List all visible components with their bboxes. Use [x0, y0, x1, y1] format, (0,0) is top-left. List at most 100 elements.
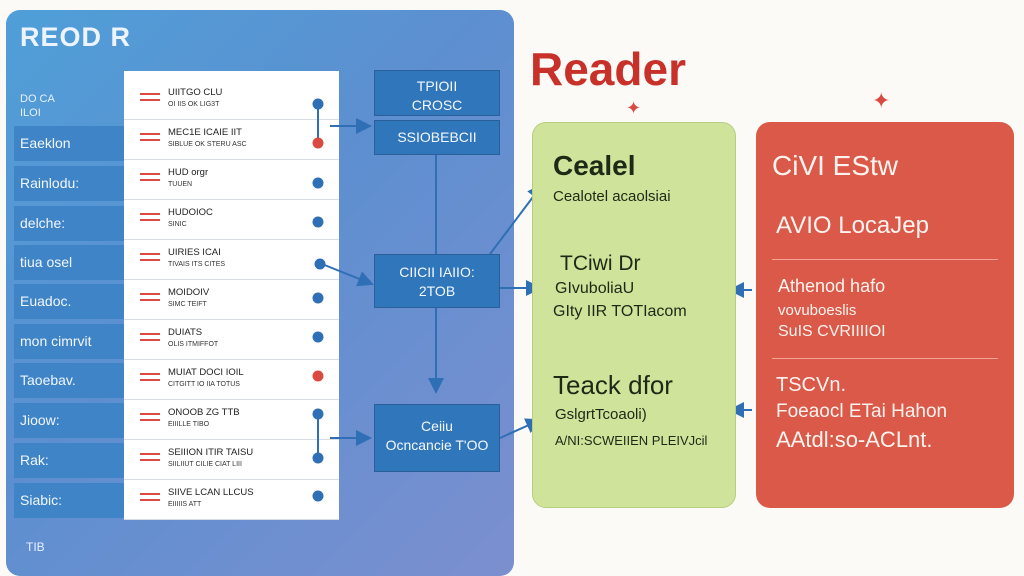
list-item-title: MEC1E ICAIE IIT	[168, 127, 242, 138]
list-item-title: ONOOB ZG TTB	[168, 407, 240, 418]
list-item-subtitle: SIMC TEIFT	[168, 301, 207, 308]
list-item[interactable]: DUIATS OLIS ITMIFFOT	[124, 321, 339, 360]
sidebar-item[interactable]: Jioow:	[14, 403, 124, 438]
box-line: CIICII IAIIO:	[399, 264, 475, 280]
list-item[interactable]: MEC1E ICAIE IIT SIBLUE OK STERU ASC	[124, 121, 339, 160]
list-marker	[140, 413, 160, 425]
sidebar-header-line: ILOI	[20, 107, 41, 119]
list-node-dot	[312, 216, 324, 228]
red-block3-line: AAtdl:so-ACLnt.	[776, 427, 933, 452]
reader-title: Reader	[530, 43, 686, 95]
list-item-subtitle: SIILIIUT CILIE CIAT LIII	[168, 461, 242, 468]
list-node-dot	[312, 292, 324, 304]
sparkle-icon: ✦	[872, 88, 891, 113]
sidebar-item[interactable]: Rak:	[14, 443, 124, 478]
list-marker	[140, 373, 160, 385]
list-item[interactable]: UIRIES ICAI TIVAIS ITS CITES	[124, 241, 339, 280]
panel-title: REOD R	[20, 22, 132, 52]
red-block2-line: Athenod hafo	[778, 276, 886, 296]
list-item-subtitle: CITGITT IO IIA TOTUS	[168, 381, 240, 388]
list-item-subtitle: SIBLUE OK STERU ASC	[168, 141, 247, 148]
list-item-subtitle: EIIIIIS ATT	[168, 501, 202, 508]
list-node-dot	[314, 258, 326, 270]
list-item-title: DUIATS	[168, 327, 203, 338]
list-item-title: SIIVE LCAN LLCUS	[168, 487, 254, 498]
list-item-title: MOIDOIV	[168, 287, 210, 298]
green-block2-line: TCiwi Dr	[560, 252, 641, 275]
sidebar-item[interactable]: mon cimrvit	[14, 324, 124, 359]
sidebar-item[interactable]: Rainlodu:	[14, 166, 124, 201]
list-marker	[140, 213, 160, 225]
list-item[interactable]: HUD orgr TUUEN	[124, 161, 339, 200]
list-marker	[140, 93, 160, 105]
list-node-dot	[312, 98, 324, 110]
list-item-subtitle: EIIILLE TIBO	[168, 421, 210, 428]
list-item-title: HUDOIOC	[168, 207, 213, 218]
list-node-dot	[312, 137, 324, 149]
green-block2-line: GIty IIR TOTIacom	[553, 303, 687, 320]
red-block2-line: SuIS CVRIIIIOI	[778, 323, 886, 340]
sparkle-icon: ✦	[626, 98, 642, 118]
list-item-subtitle: TIVAIS ITS CITES	[168, 261, 226, 268]
sidebar-header-line: DO CA	[20, 93, 55, 105]
list-item-title: MUIAT DOCI IOIL	[168, 367, 244, 378]
sidebar-item[interactable]: Euadoc.	[14, 284, 124, 319]
green-line: Cealotel acaolsiai	[553, 188, 671, 205]
box-line: Ceiiu	[421, 418, 453, 434]
list-item[interactable]: SIIVE LCAN LLCUS EIIIIIS ATT	[124, 481, 339, 520]
list-item-title: SEIIION ITIR TAISU	[168, 447, 254, 458]
sidebar-item[interactable]: Eaeklon	[14, 126, 124, 161]
list-node-dot	[312, 490, 324, 502]
list-item-title: UIITGO CLU	[168, 87, 223, 98]
list-marker	[140, 333, 160, 345]
list-item-title: UIRIES ICAI	[168, 247, 221, 258]
box-top-footer[interactable]: SSIOBEBCII	[374, 120, 500, 155]
list-node-dot	[312, 177, 324, 189]
box-middle[interactable]: CIICII IAIIO: 2TOB	[374, 254, 500, 308]
list-item-subtitle: OLIS ITMIFFOT	[168, 341, 219, 348]
box-line: TPIOII	[416, 78, 458, 94]
red-panel	[756, 122, 1014, 508]
divider	[772, 358, 998, 359]
list-marker	[140, 453, 160, 465]
sidebar-item[interactable]: tiua osel	[14, 245, 124, 280]
green-block2-line: GIvuboliaU	[555, 280, 635, 297]
list-marker	[140, 133, 160, 145]
red-block3-line: Foeaocl ETai Hahon	[776, 401, 948, 422]
list-item-title: HUD orgr	[168, 167, 209, 178]
list-item-subtitle: OI IIS OK LIG3T	[168, 101, 220, 108]
list-item[interactable]: UIITGO CLU OI IIS OK LIG3T	[124, 81, 339, 120]
green-heading: Cealel	[553, 150, 636, 181]
box-line: 2TOB	[418, 283, 456, 299]
list-marker	[140, 493, 160, 505]
list-item[interactable]: MUIAT DOCI IOIL CITGITT IO IIA TOTUS	[124, 361, 339, 400]
list-node-dot	[312, 370, 324, 382]
sidebar-header: DO CA ILOI	[20, 92, 124, 120]
green-block3-heading: Teack dfor	[553, 370, 673, 400]
red-block2-line: vovuboeslis	[778, 302, 857, 319]
green-panel	[532, 122, 736, 508]
box-bottom[interactable]: Ceiiu Ocncancie T'OO	[374, 404, 500, 472]
list-node-dot	[312, 452, 324, 464]
sidebar-footer: TIB	[26, 540, 45, 554]
list-item[interactable]: HUDOIOC SINIC	[124, 201, 339, 240]
red-heading: CiVI EStw	[772, 150, 899, 181]
green-block3-line: GslgrtTcoaoli)	[555, 406, 647, 423]
divider	[772, 259, 998, 260]
red-block3-line: TSCVn.	[776, 374, 847, 396]
box-top[interactable]: TPIOII CROSC	[374, 70, 500, 116]
list-item[interactable]: SEIIION ITIR TAISU SIILIIUT CILIE CIAT L…	[124, 441, 339, 480]
sidebar-item[interactable]: Siabic:	[14, 483, 124, 518]
red-line: AVIO LocaJep	[776, 212, 929, 239]
list-item[interactable]: MOIDOIV SIMC TEIFT	[124, 281, 339, 320]
green-block3-line: A/NI:SCWEIIEN PLEIVJcil	[555, 433, 708, 448]
list-node-dot	[312, 408, 324, 420]
sidebar-item[interactable]: Taoebav.	[14, 363, 124, 398]
item-list: UIITGO CLU OI IIS OK LIG3T MEC1E ICAIE I…	[124, 71, 339, 520]
list-item-subtitle: TUUEN	[168, 181, 193, 188]
list-item[interactable]: ONOOB ZG TTB EIIILLE TIBO	[124, 401, 339, 440]
box-line: CROSC	[411, 97, 463, 113]
list-marker	[140, 173, 160, 185]
list-node-dot	[312, 331, 324, 343]
sidebar-item[interactable]: delche:	[14, 206, 124, 241]
